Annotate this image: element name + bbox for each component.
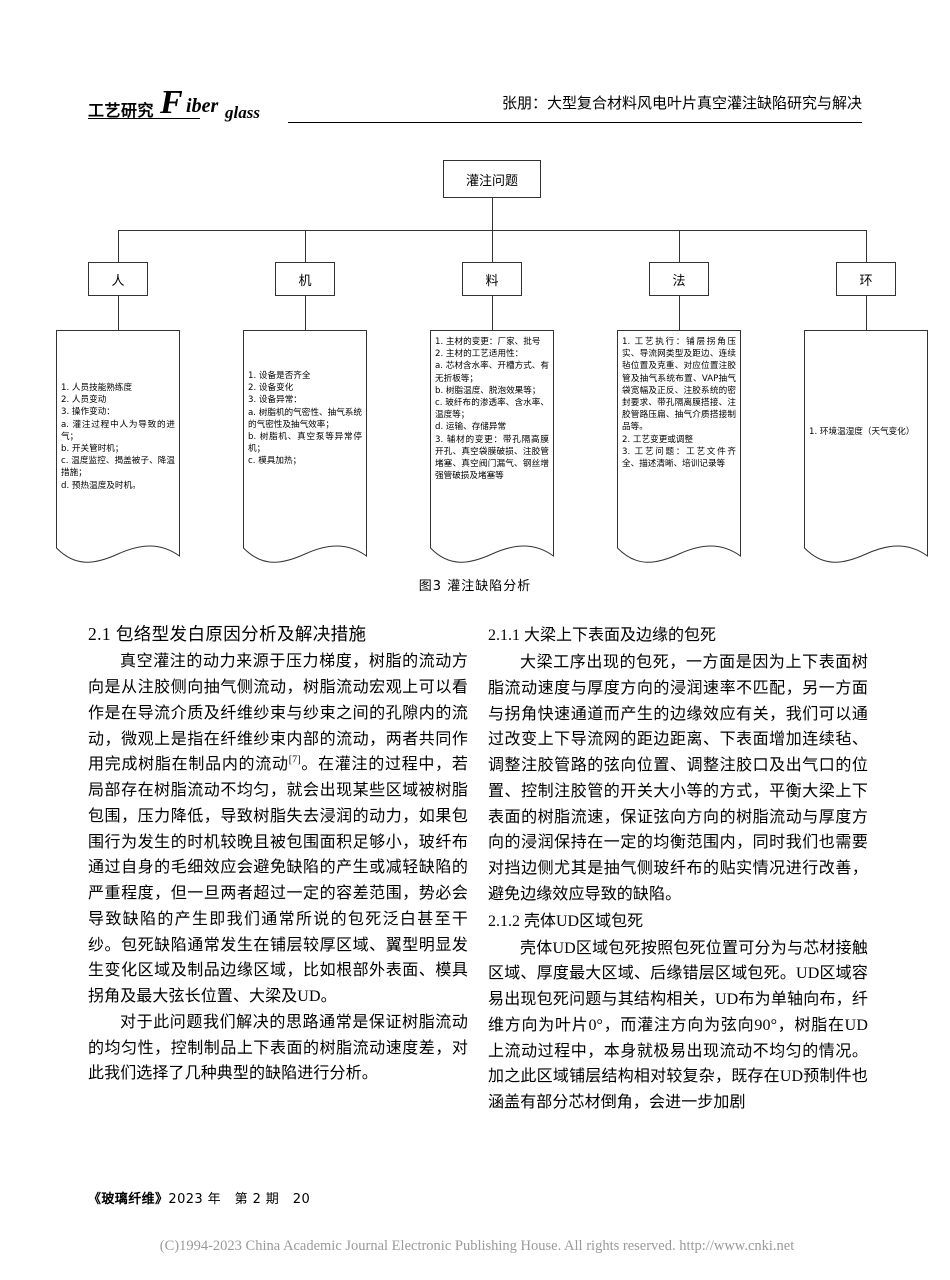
connector-drop-2 [305, 230, 306, 262]
connector-drop-4 [679, 230, 680, 262]
column-left: 2.1 包络型发白原因分析及解决措施 真空灌注的动力来源于压力梯度，树脂的流动方… [88, 622, 468, 1087]
logo-text-glass: glass [225, 103, 260, 122]
panel-frame [56, 330, 180, 548]
paragraph-text-b: 。在灌注的过程中，若局部存在树脂流动不均匀，就会出现某些区域被树脂包围，压力降低… [88, 756, 468, 1006]
diagram-category-fa: 法 [649, 262, 709, 296]
panel-frame [243, 330, 367, 548]
logo-text-iber: iber [186, 95, 219, 117]
detail-text-ji: 1. 设备是否齐全 2. 设备变化 3. 设备异常： a. 树脂机的气密性、抽气… [248, 371, 362, 467]
torn-edge-icon [430, 534, 554, 563]
connector-stem-5 [866, 296, 867, 330]
paragraph-2-1-intro: 真空灌注的动力来源于压力梯度，树脂的流动方向是从注胶侧向抽气侧流动，树脂流动宏观… [88, 649, 468, 1010]
paragraph-2-1-2: 壳体UD区域包死按照包死位置可分为与芯材接触区域、厚度最大区域、后缘错层区域包死… [488, 939, 868, 1112]
diagram-detail-panel-fa: 1. 工艺执行：铺层拐角压实、导流网类型及距边、连续毡位置及克重、对应位置注胶管… [617, 330, 741, 568]
fiberglass-logo: F iber glass [160, 84, 284, 122]
diagram-detail-panel-ji: 1. 设备是否齐全 2. 设备变化 3. 设备异常： a. 树脂机的气密性、抽气… [243, 330, 367, 568]
paragraph-text-a: 真空灌注的动力来源于压力梯度，树脂的流动方向是从注胶侧向抽气侧流动，树脂流动宏观… [88, 653, 468, 774]
connector-stem-3 [492, 296, 493, 330]
connector-stem-2 [305, 296, 306, 330]
section-heading-2-1-1: 2.1.1 大梁上下表面及边缘的包死 [488, 627, 717, 644]
torn-edge-icon [804, 534, 928, 563]
panel-frame [804, 330, 928, 548]
footer-page-number: 20 [292, 1192, 311, 1207]
detail-text-ren: 1. 人员技能熟练度 2. 人员变动 3. 操作变动： a. 灌注过程中人为导致… [61, 383, 175, 491]
footer-journal-name: 《玻璃纤维》 [88, 1192, 169, 1207]
diagram-category-huan: 环 [836, 262, 896, 296]
paragraph-2-1-1: 大梁工序出现的包死，一方面是因为上下表面树脂流动速度与厚度方向的浸润速率不匹配，… [488, 654, 868, 903]
detail-text-fa: 1. 工艺执行：铺层拐角压实、导流网类型及距边、连续毡位置及克重、对应位置注胶管… [622, 337, 736, 470]
diagram-detail-panel-huan: 1. 环境温湿度（天气变化） [804, 330, 928, 568]
panel-frame [430, 330, 554, 548]
header-running-title: 张朋：大型复合材料风电叶片真空灌注缺陷研究与解决 [501, 94, 862, 112]
section-heading-2-1: 2.1 包络型发白原因分析及解决措施 [88, 624, 367, 644]
detail-text-huan: 1. 环境温湿度（天气变化） [809, 427, 915, 437]
footer-issue: 第 2 期 [234, 1192, 280, 1207]
diagram-detail-panel-ren: 1. 人员技能熟练度 2. 人员变动 3. 操作变动： a. 灌注过程中人为导致… [56, 330, 180, 568]
diagram-category-ren: 人 [88, 262, 148, 296]
logo-letter-f: F [160, 84, 183, 121]
torn-edge-icon [243, 534, 367, 563]
connector-root-stem [492, 198, 493, 230]
fishbone-diagram: 灌注问题 人 机 料 法 环 1. 人员技能熟练度 2. 人员变动 3. 操作变… [56, 150, 928, 594]
page-header: 工艺研究 F iber glass 张朋：大型复合材料风电叶片真空灌注缺陷研究与… [88, 86, 862, 132]
header-rule [288, 122, 862, 123]
paragraph-2-1-solution: 对于此问题我们解决的思路通常是保证树脂流动的均匀性，控制制品上下表面的树脂流动速… [88, 1013, 468, 1083]
connector-drop-3 [492, 230, 493, 262]
header-brand: 工艺研究 F iber glass [88, 84, 284, 122]
column-right: 2.1.1 大梁上下表面及边缘的包死 大梁工序出现的包死，一方面是因为上下表面树… [488, 622, 868, 1116]
figure-caption: 图3 灌注缺陷分析 [418, 579, 532, 594]
footer-year: 2023 年 [168, 1192, 222, 1207]
section-heading-2-1-2: 2.1.2 壳体UD区域包死 [488, 912, 644, 930]
diagram-detail-panel-liao: 1. 主材的变更：厂家、批号 2. 主材的工艺适用性： a. 芯材含水率、开槽方… [430, 330, 554, 568]
diagram-category-ji: 机 [275, 262, 335, 296]
panel-frame [617, 330, 741, 548]
header-underline-left [88, 118, 200, 119]
diagram-category-liao: 料 [462, 262, 522, 296]
connector-stem-1 [118, 296, 119, 330]
diagram-root-node: 灌注问题 [443, 160, 541, 198]
body-columns: 2.1 包络型发白原因分析及解决措施 真空灌注的动力来源于压力梯度，树脂的流动方… [88, 622, 868, 1182]
torn-edge-icon [56, 534, 180, 563]
detail-text-liao: 1. 主材的变更：厂家、批号 2. 主材的工艺适用性： a. 芯材含水率、开槽方… [435, 337, 549, 482]
torn-edge-icon [617, 534, 741, 563]
connector-drop-1 [118, 230, 119, 262]
page-footer: 《玻璃纤维》2023 年 第 2 期 20 [88, 1188, 310, 1207]
citation-ref-7: [7] [288, 755, 301, 767]
copyright-notice: (C)1994-2023 China Academic Journal Elec… [159, 1238, 795, 1254]
header-section-label: 工艺研究 [88, 101, 155, 120]
connector-drop-5 [866, 230, 867, 262]
connector-stem-4 [679, 296, 680, 330]
